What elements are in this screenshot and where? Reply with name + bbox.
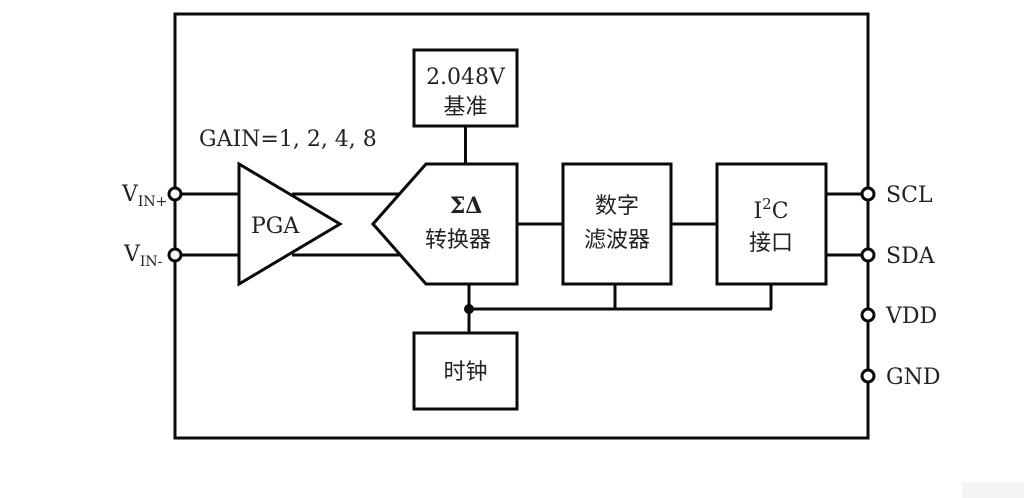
vdd-label: VDD [885,304,937,329]
reference-label: 基准 [443,95,487,120]
scl-label: SCL [886,183,933,208]
gnd-label: GND [886,365,940,390]
chip-outline [173,12,870,440]
gain-label: GAIN=1, 2, 4, 8 [199,127,377,152]
clock-label: 时钟 [443,360,487,385]
watermark-region [962,482,1024,498]
clock-junction-dot [464,304,474,314]
filter-label-line1: 数字 [595,194,639,219]
adc-symbol-label: ΣΔ [450,193,483,219]
i2c-interface-block [715,162,828,286]
clock-block [412,331,519,411]
adc-label: 转换器 [425,228,491,253]
gnd-pin [860,368,876,384]
digital-filter-block [561,162,673,286]
filter-label-line2: 滤波器 [584,228,650,253]
vin-minus-pin [167,247,183,263]
pga-label: PGA [251,214,300,239]
vin-plus-pin [167,186,183,202]
pga-block [237,161,343,287]
i2c-label-line1: I2C [753,195,788,224]
reference-voltage-label: 2.048V [426,65,506,90]
i2c-label-line2: 接口 [749,231,793,256]
sigma-delta-adc-block [370,162,519,286]
vin-plus-label: VIN+ [121,182,167,210]
vin-minus-label: VIN- [123,242,163,270]
vdd-pin [860,307,876,323]
sda-pin [860,247,876,263]
scl-pin [860,186,876,202]
sda-label: SDA [886,244,936,269]
